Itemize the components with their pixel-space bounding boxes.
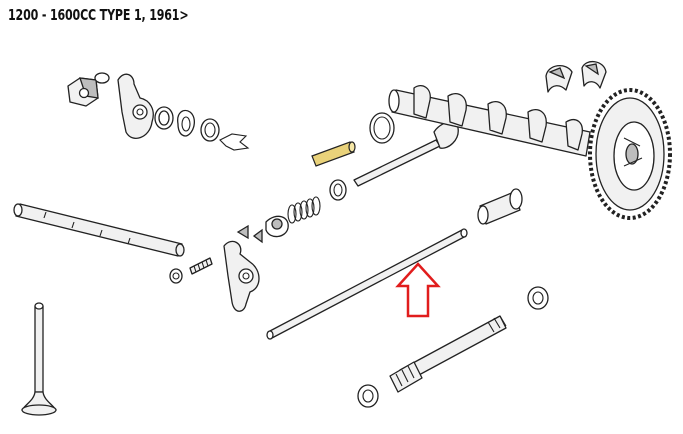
up-arrow-icon (395, 262, 441, 318)
cam-bearing-shells (545, 61, 607, 93)
camshaft (388, 85, 591, 157)
rocker-pedestal (67, 72, 110, 107)
rocker-washers-upper (154, 106, 250, 151)
page-title: 1200 - 1600CC TYPE 1, 1961> (8, 6, 189, 24)
exhaust-valve (21, 302, 57, 416)
rocker-shaft (13, 203, 185, 257)
cam-gear (588, 88, 672, 220)
adjusting-screw-nut (169, 257, 213, 284)
valve-keepers (236, 215, 289, 244)
rocker-arm-lower (223, 240, 260, 312)
push-rod (266, 228, 468, 340)
intake-valve (353, 121, 459, 187)
seal-ring (369, 112, 395, 144)
spring-seat-washer (329, 179, 347, 201)
valve-guide-stud (357, 286, 549, 408)
push-rod-tube (311, 141, 356, 167)
rocker-arm-upper (117, 73, 154, 139)
valve-spring (287, 196, 321, 224)
cam-follower (477, 188, 523, 225)
